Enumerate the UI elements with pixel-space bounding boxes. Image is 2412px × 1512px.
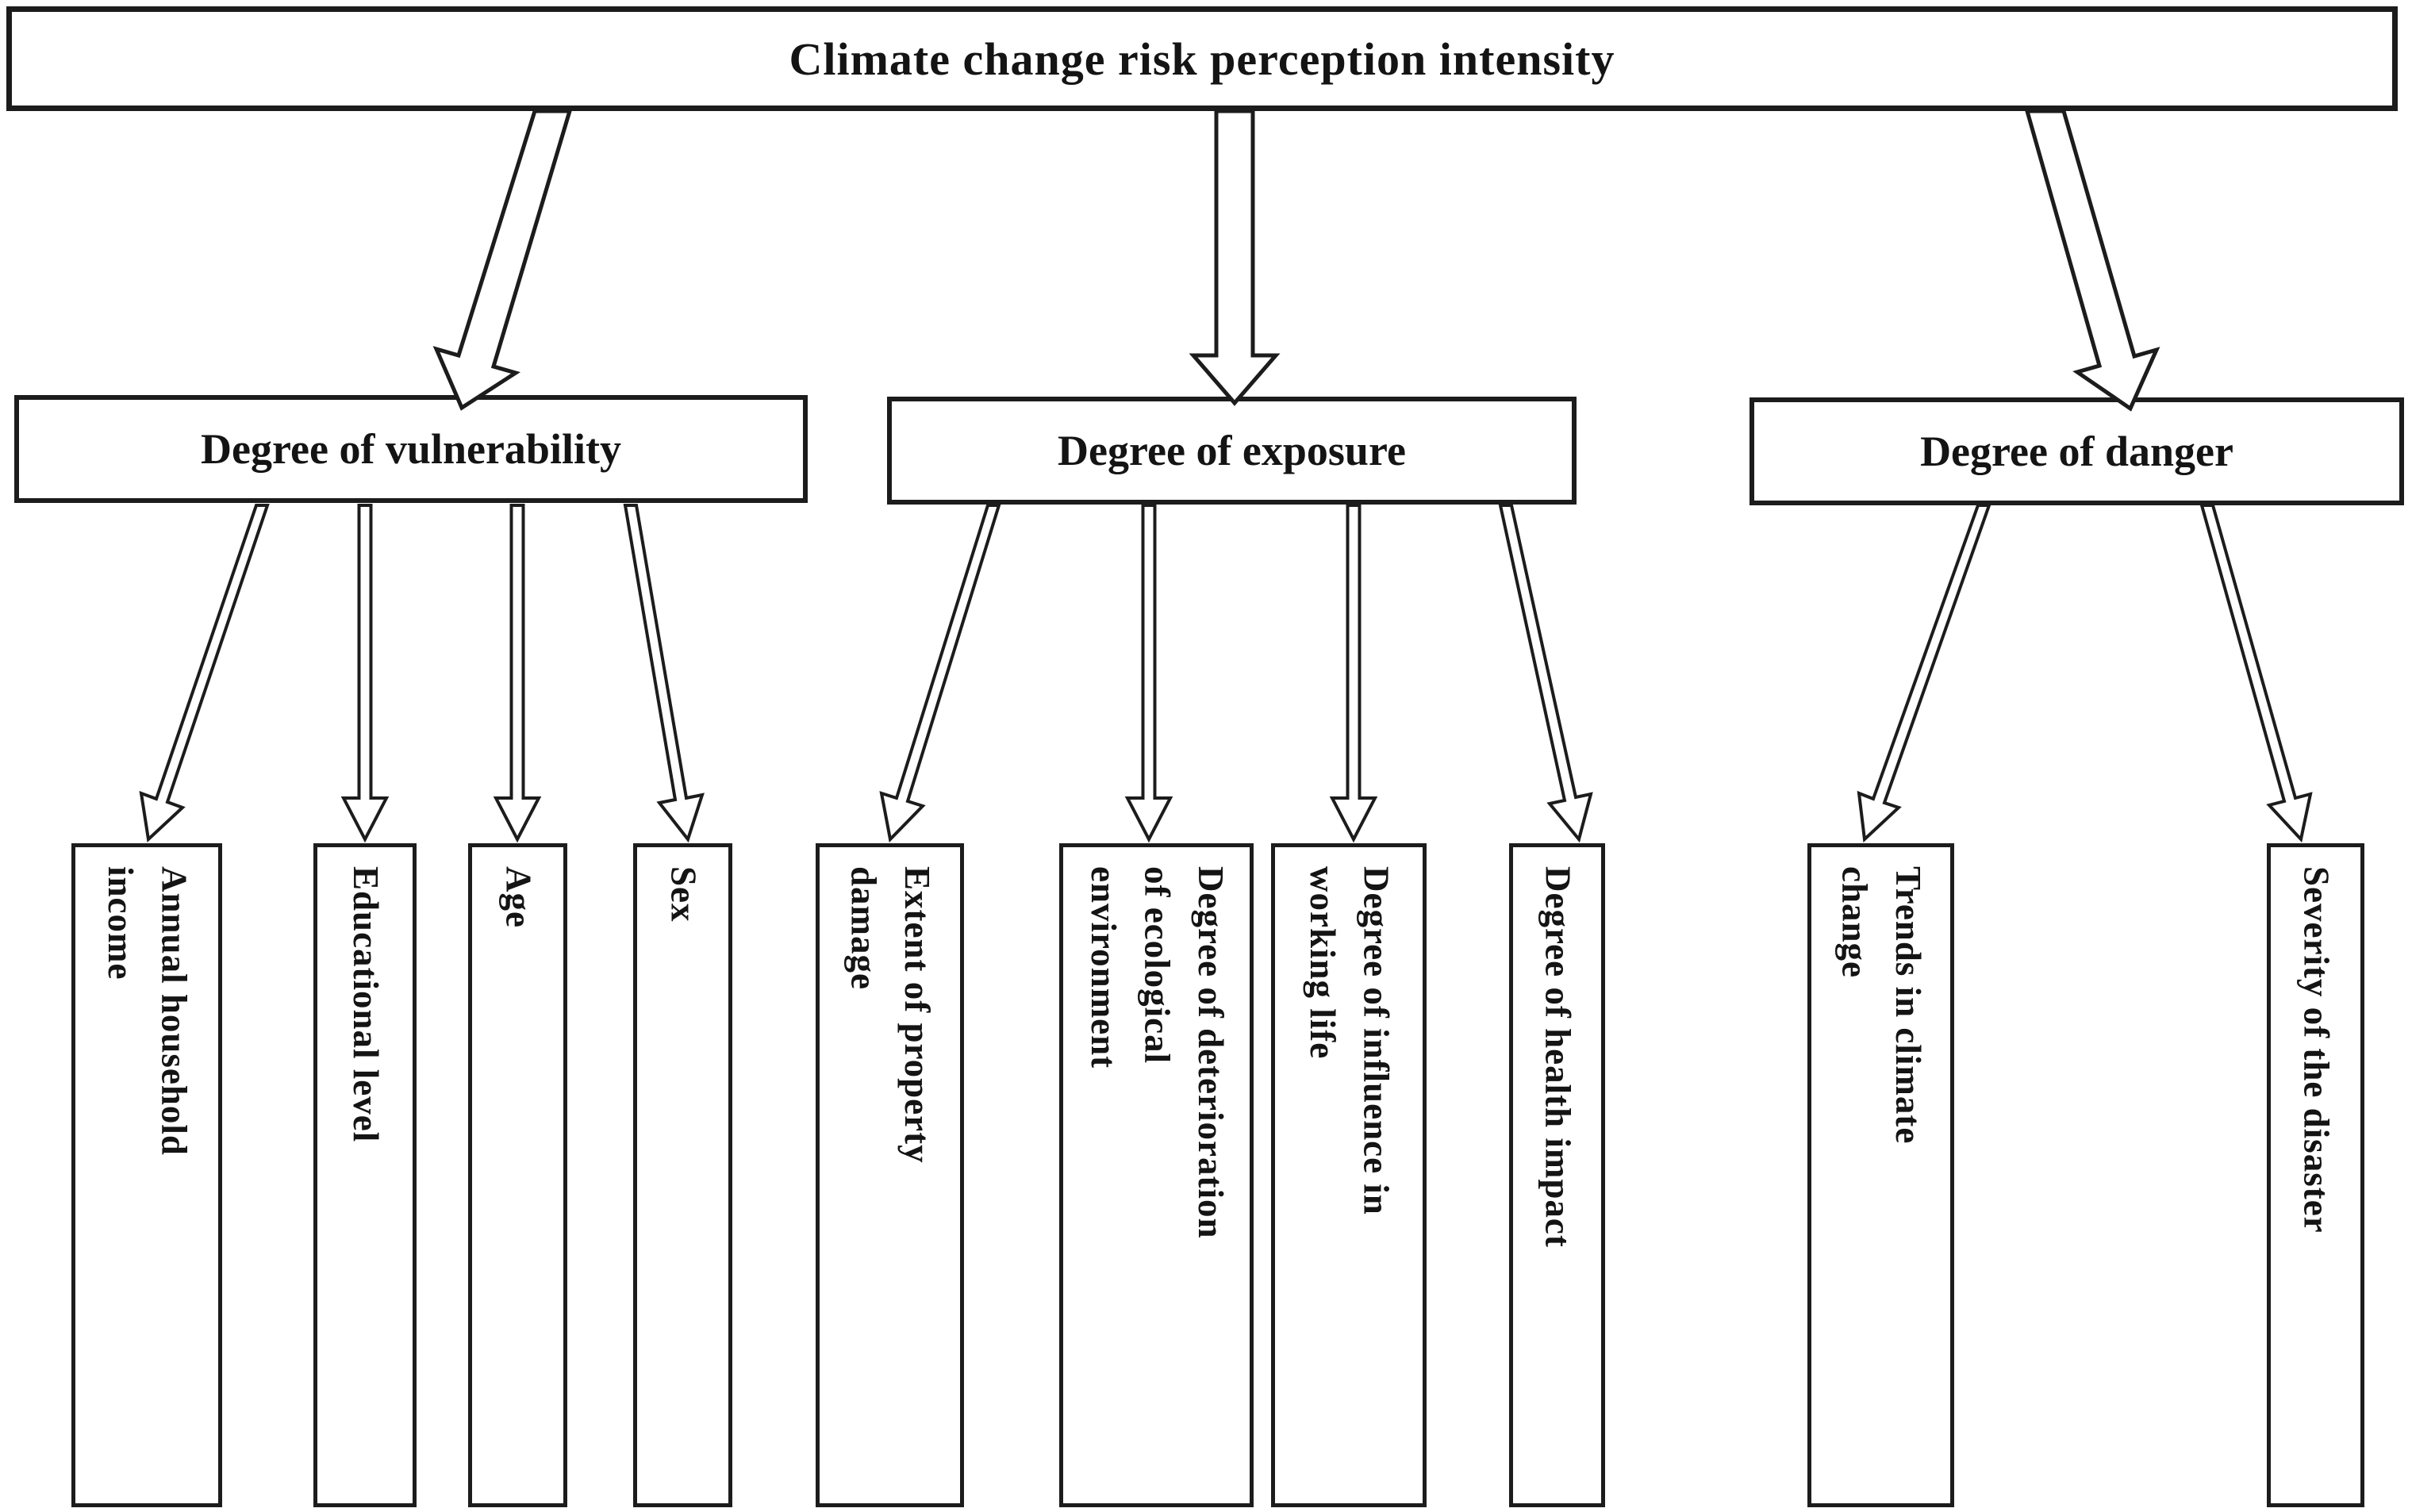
arrow-exposure-to-health	[1498, 504, 1593, 843]
leaf-node-age: Age	[468, 843, 567, 1507]
branch-label-danger: Degree of danger	[1920, 428, 2233, 475]
branch-label-exposure: Degree of exposure	[1058, 427, 1406, 474]
arrow-root-to-exposure	[1189, 109, 1281, 406]
leaf-label-climate-trends: Trends in climate change	[1834, 866, 1929, 1145]
leaf-label-health-impact: Degree of health impact	[1538, 866, 1578, 1248]
arrow-exposure-to-ecological	[1124, 504, 1173, 843]
arrow-vulnerability-to-age	[493, 504, 542, 843]
arrow-danger-to-trends	[1857, 504, 1991, 843]
leaf-node-disaster-severity: Severity of the disaster	[2267, 843, 2364, 1507]
leaf-label-age: Age	[498, 866, 539, 928]
arrow-vulnerability-to-income	[139, 504, 270, 843]
leaf-node-climate-trends: Trends in climate change	[1807, 843, 1954, 1507]
arrow-exposure-to-working-life	[1329, 504, 1378, 843]
leaf-label-disaster-severity: Severity of the disaster	[2296, 866, 2337, 1234]
leaf-node-sex: Sex	[633, 843, 732, 1507]
arrow-exposure-to-property-damage	[879, 504, 1001, 843]
leaf-label-annual-household-income: Annual household income	[101, 866, 194, 1156]
arrow-root-to-vulnerability	[432, 109, 573, 411]
leaf-node-working-life-influence: Degree of influence in working life	[1271, 843, 1427, 1507]
branch-label-vulnerability: Degree of vulnerability	[201, 425, 621, 473]
arrow-root-to-danger	[2024, 109, 2160, 412]
leaf-node-educational-level: Educational level	[313, 843, 417, 1507]
leaf-node-health-impact: Degree of health impact	[1509, 843, 1605, 1507]
leaf-node-ecological-deterioration: Degree of deterioration of ecological en…	[1059, 843, 1254, 1507]
leaf-label-sex: Sex	[663, 866, 704, 923]
arrow-danger-to-severity	[2199, 504, 2313, 843]
leaf-label-ecological-deterioration: Degree of deterioration of ecological en…	[1083, 866, 1231, 1239]
leaf-label-educational-level: Educational level	[345, 866, 386, 1143]
leaf-label-working-life-influence: Degree of influence in working life	[1303, 866, 1396, 1215]
branch-node-vulnerability: Degree of vulnerability	[14, 395, 808, 503]
leaf-label-property-damage: Extent of property damage	[843, 866, 938, 1164]
branch-node-danger: Degree of danger	[1749, 397, 2404, 505]
arrow-vulnerability-to-education	[340, 504, 390, 843]
root-node: Climate change risk perception intensity	[6, 6, 2398, 111]
arrow-vulnerability-to-sex	[623, 504, 705, 843]
root-node-label: Climate change risk perception intensity	[789, 33, 1615, 85]
leaf-node-property-damage: Extent of property damage	[816, 843, 964, 1507]
branch-node-exposure: Degree of exposure	[887, 397, 1577, 505]
leaf-node-annual-household-income: Annual household income	[71, 843, 222, 1507]
